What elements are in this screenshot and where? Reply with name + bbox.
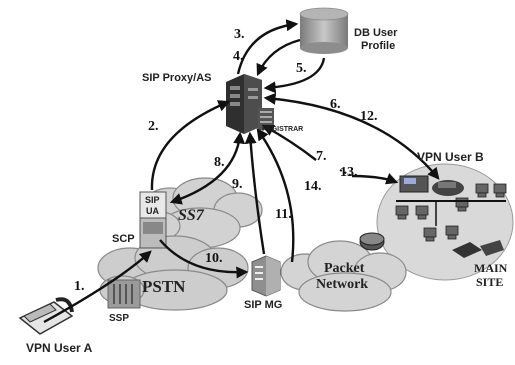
main-site-label: SITE — [476, 275, 503, 289]
step-label-5: 5. — [296, 61, 307, 76]
sip-proxy-server-icon — [226, 74, 262, 134]
step-label-13: 13. — [340, 165, 358, 180]
vpn-user-b-label: VPN User B — [417, 150, 484, 164]
sip-ua-label: UA — [146, 206, 159, 216]
registrar-label: REGISTRAR — [262, 126, 303, 133]
step-arrow-10 — [159, 239, 249, 279]
step-label-8: 8. — [214, 155, 225, 170]
db-user-profile-label: Profile — [361, 40, 395, 52]
step-arrow-14 — [256, 128, 295, 263]
step-label-1: 1. — [74, 279, 85, 294]
lan-computers-icon — [395, 183, 507, 242]
ssp-switch-icon — [107, 279, 141, 309]
sip-mg-label: SIP MG — [244, 299, 282, 311]
db-user-profile-icon — [299, 7, 349, 54]
step-label-10: 10. — [205, 251, 223, 266]
main-site-label: MAIN — [474, 261, 508, 275]
ssp-label: SSP — [109, 313, 129, 324]
step-arrow-11 — [244, 131, 266, 255]
step-label-6: 6. — [330, 97, 341, 112]
step-arrow-6-12 — [263, 92, 440, 180]
step-arrow-5 — [263, 57, 326, 94]
sip-ua-label: SIP — [145, 195, 160, 205]
sip-media-gateway-icon — [251, 255, 281, 297]
step-label-9: 9. — [232, 177, 243, 192]
vpn-user-a-label: VPN User A — [26, 341, 93, 355]
vpn-user-b-phone-icon — [432, 180, 464, 196]
packet-network-label: Packet — [324, 261, 365, 276]
step-label-11: 11. — [275, 207, 292, 222]
vpn-user-b-ip-phone-icon — [399, 175, 429, 193]
dotted-link — [339, 169, 353, 177]
step-arrow-3 — [236, 19, 299, 75]
step-label-7: 7. — [316, 149, 327, 164]
step-label-2: 2. — [148, 119, 159, 134]
step-arrow-4 — [256, 38, 301, 77]
step-arrow-8-9 — [169, 131, 246, 205]
step-label-14: 14. — [304, 179, 322, 194]
vpn-user-a-phone-icon — [18, 297, 74, 335]
step-arrow-1 — [43, 250, 152, 324]
main-site-phone-icon — [452, 240, 504, 258]
step-label-3: 3. — [234, 27, 245, 42]
step-label-12: 12. — [360, 109, 378, 124]
pstn-label: PSTN — [142, 277, 186, 296]
packet-network-label: Network — [316, 277, 368, 292]
router-icon — [359, 232, 385, 251]
sip-proxy-label: SIP Proxy/AS — [142, 72, 212, 84]
db-user-profile-label: DB User — [354, 27, 398, 39]
step-label-4: 4. — [233, 49, 244, 64]
ss7-label: SS7 — [178, 207, 205, 224]
step-arrow-13 — [351, 173, 399, 185]
scp-label: SCP — [112, 233, 135, 245]
packet-network-cloud — [280, 240, 407, 312]
